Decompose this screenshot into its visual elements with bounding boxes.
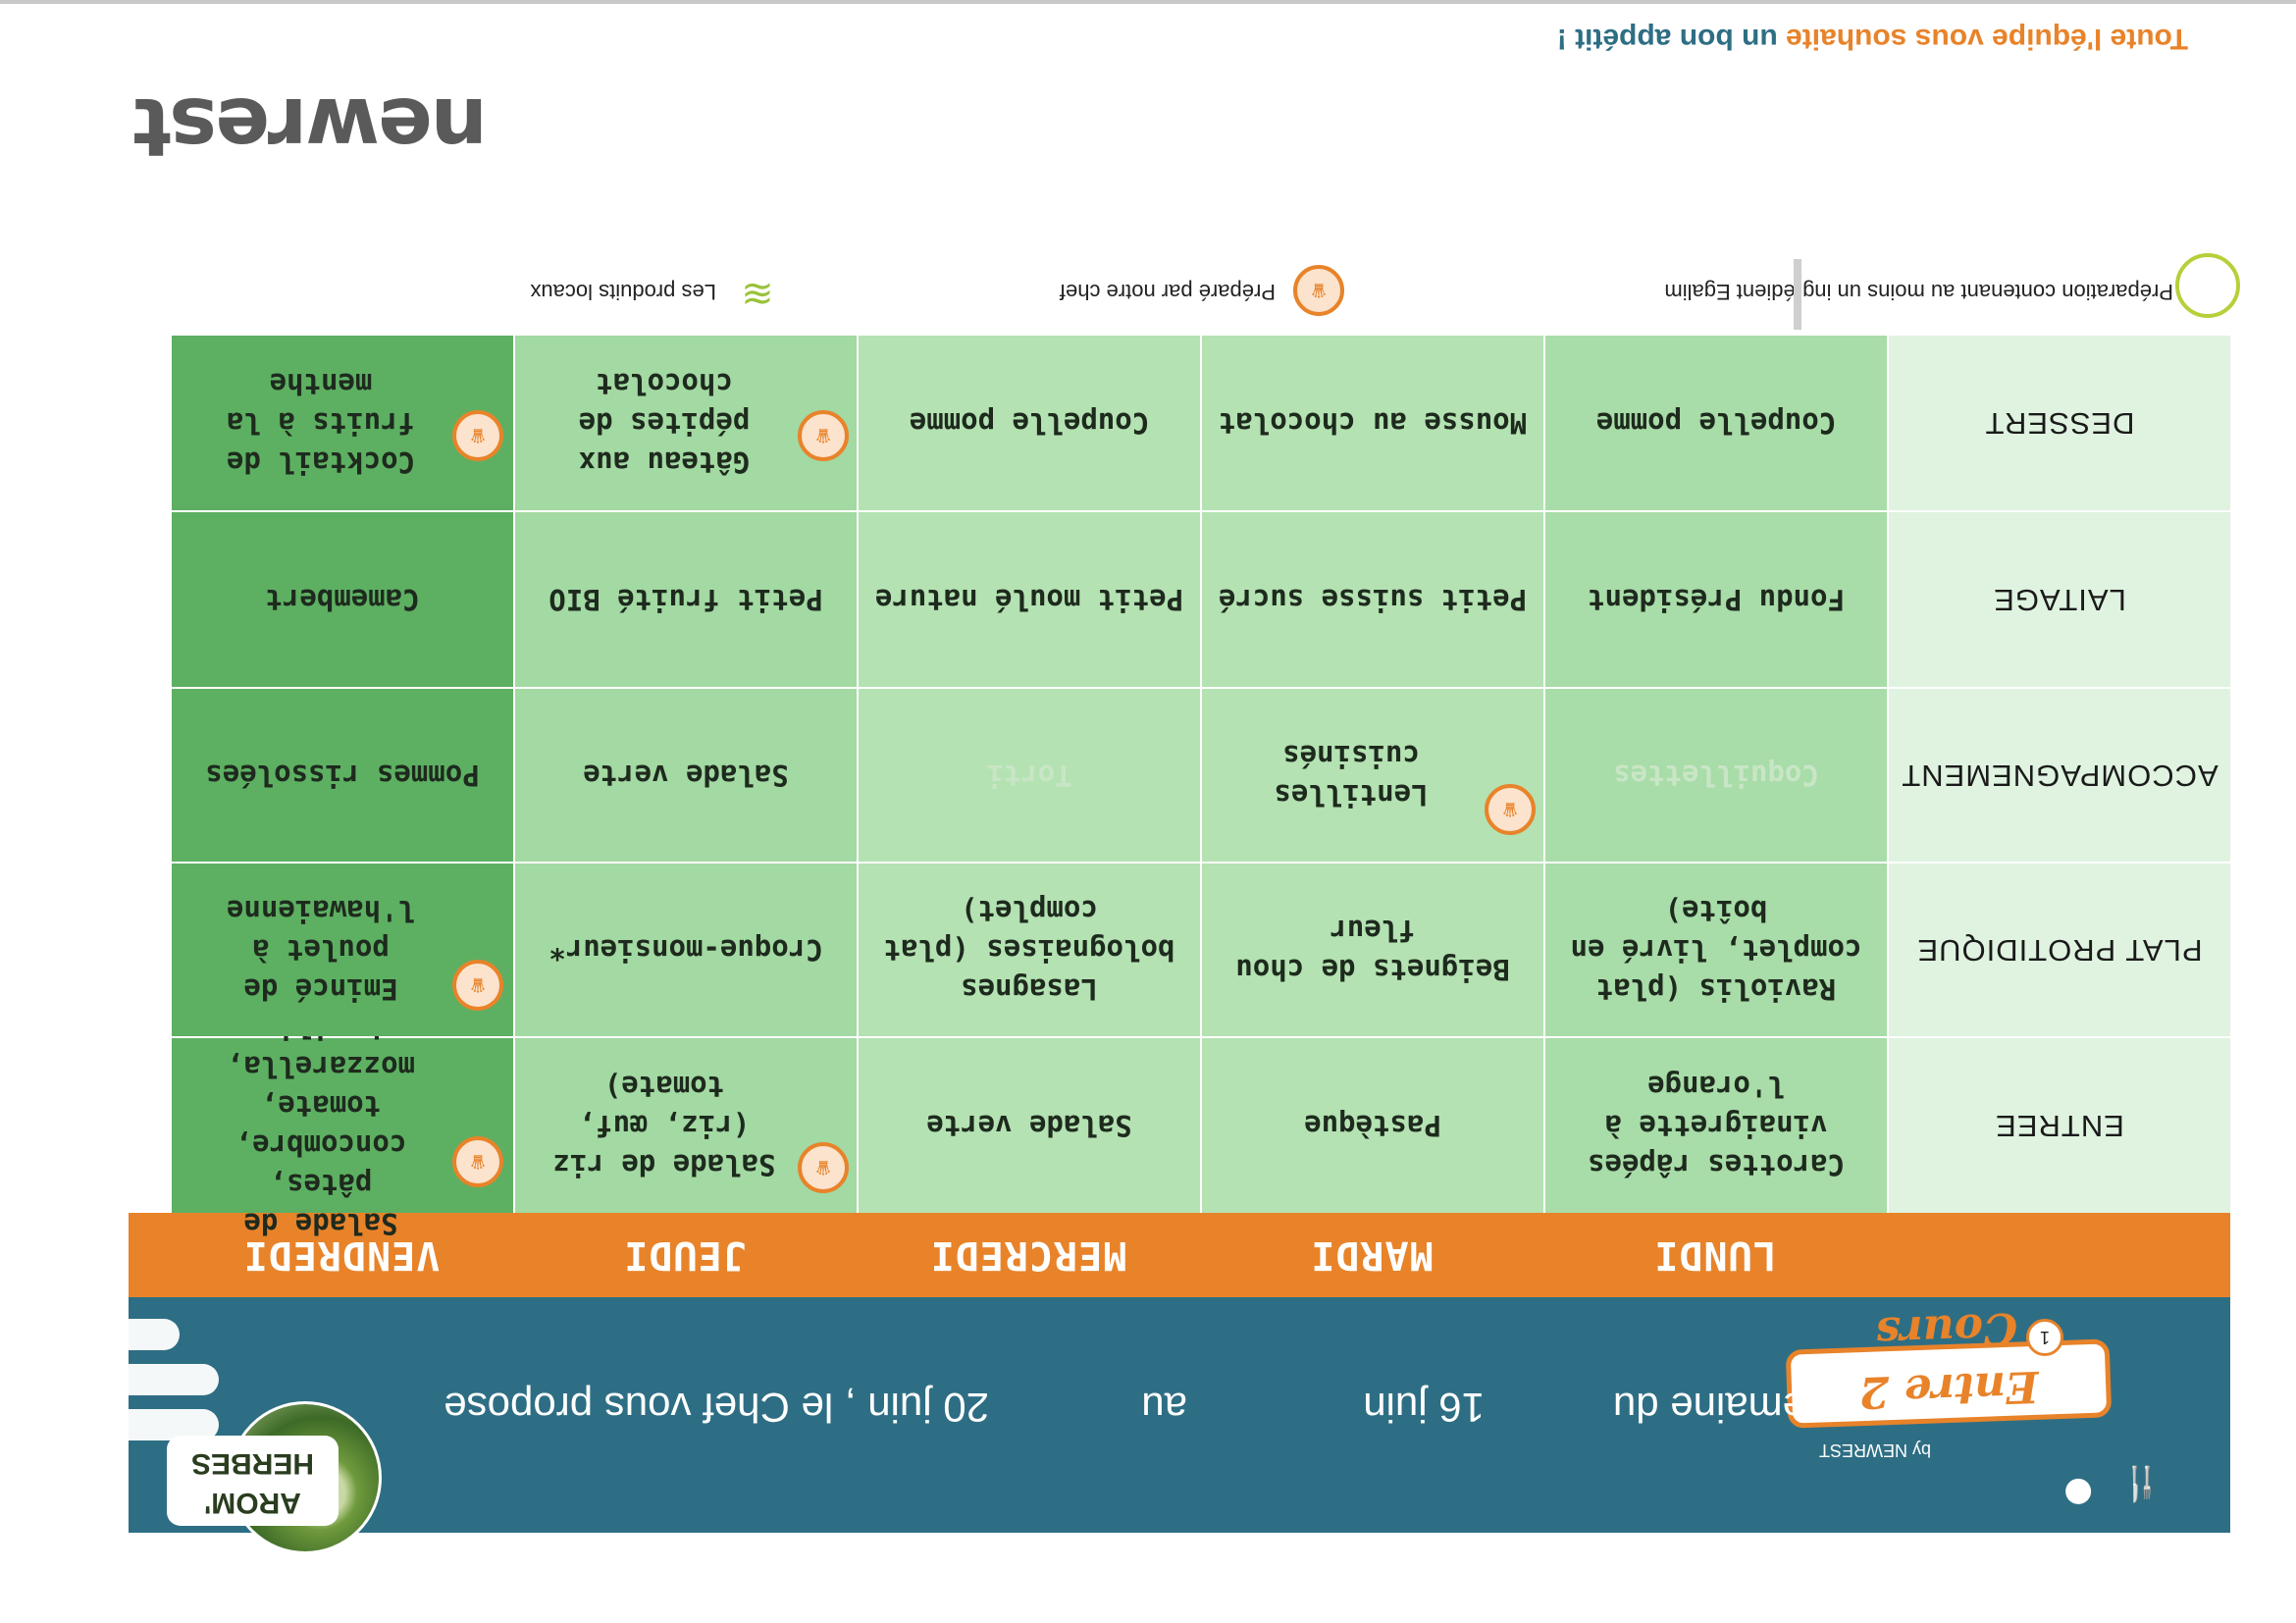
- menu-cell: Coupelle pomme: [1543, 334, 1887, 510]
- legend-local: Les produits locaux: [530, 280, 716, 304]
- day-header-jeudi: JEUDI: [623, 1232, 747, 1278]
- brand-logo: Entre 2 Cours: [1785, 1303, 2113, 1429]
- legend-chef: Préparé par notre chef: [1059, 280, 1276, 304]
- menu-cell: Lentilles cuisinés: [1200, 687, 1543, 862]
- partner-label: AROM' HERBES: [167, 1436, 339, 1526]
- day-header-mercredi: MERCREDI: [929, 1232, 1127, 1278]
- menu-cell: Beignets de chou fleur: [1200, 862, 1543, 1036]
- chef-hat-icon: ♛: [452, 960, 503, 1011]
- footer-message-start: Toute l'équipe vous souhaite: [1786, 23, 2188, 55]
- chef-hat-icon: ♛: [1485, 784, 1536, 835]
- chef-hat-icon: ♛: [452, 1136, 503, 1187]
- header-banner: 🍴 ● Entre 2 Cours by NEWREST 1 Semaine d…: [129, 1297, 2230, 1533]
- week-label: Semaine du: [1612, 1385, 1833, 1431]
- week-end-date: 20 juin , le Chef vous propose: [444, 1385, 989, 1431]
- row-label-plat: PLAT PROTIDIQUE: [1887, 862, 2230, 1036]
- menu-cell: Petit moulé nature: [857, 510, 1200, 687]
- local-products-icon: ≋: [741, 271, 774, 316]
- week-connector: au: [1141, 1385, 1187, 1431]
- menu-cell: Coupelle pomme: [857, 334, 1200, 510]
- wave-decoration: [129, 1364, 219, 1395]
- footer-message: Toute l'équipe vous souhaite un bon appé…: [1557, 22, 2188, 55]
- egalim-divider: [1794, 259, 1801, 330]
- menu-cell: Fondu Président: [1543, 510, 1887, 687]
- brand-by-line: by NEWREST: [1818, 1440, 1931, 1460]
- menu-cell: Camembert: [170, 510, 513, 687]
- brand-badge: 1: [2026, 1319, 2063, 1356]
- menu-cell: Torti: [857, 687, 1200, 862]
- menu-cell: Salade verte: [513, 687, 857, 862]
- menu-cell: Carottes râpées vinaigrette à l'orange: [1543, 1036, 1887, 1213]
- menu-cell: Lasagnes bolognaises (plat complet): [857, 862, 1200, 1036]
- row-label-accompagnement: ACCOMPAGNEMENT: [1887, 687, 2230, 862]
- legend-egalim: Préparation contenant au moins un ingréd…: [1664, 280, 2173, 304]
- menu-cell: Salade de pâtes, concombre, tomate, mozz…: [170, 1011, 513, 1240]
- menu-cell: Mousse au chocolat: [1200, 334, 1543, 510]
- row-label-laitage: LAITAGE: [1887, 510, 2230, 687]
- chef-hat-icon: ♛: [798, 410, 849, 461]
- day-header-mardi: MARDI: [1310, 1232, 1434, 1278]
- legend: Préparation contenant au moins un ingréd…: [0, 212, 2296, 330]
- footer-message-end: un bon appétit !: [1556, 23, 1778, 55]
- menu-cell: Pommes rissolées: [170, 687, 513, 862]
- menu-cell: Petit suisse sucré: [1200, 510, 1543, 687]
- day-header-lundi: LUNDI: [1653, 1232, 1777, 1278]
- menu-cell: Salade verte: [857, 1036, 1200, 1213]
- row-label-entree: ENTREE: [1887, 1036, 2230, 1213]
- chef-hat-icon: ♛: [798, 1142, 849, 1193]
- apple-icon: ●: [2063, 1474, 2093, 1513]
- chef-hat-icon: ♛: [452, 410, 503, 461]
- menu-cell: Emincé de poulet à l'hawaienne: [170, 862, 513, 1036]
- egalim-leaf-icon: [2175, 253, 2240, 318]
- wave-decoration: [129, 1319, 180, 1350]
- menu-cell: Croque-monsieur*: [513, 862, 857, 1036]
- week-start-date: 16 juin: [1363, 1385, 1485, 1431]
- cutlery-icon: 🍴: [2119, 1464, 2162, 1503]
- menu-cell: Petit fruité BIO: [513, 510, 857, 687]
- row-label-dessert: DESSERT: [1887, 334, 2230, 510]
- menu-grid: ENTREE Carottes râpées vinaigrette à l'o…: [129, 334, 2230, 1240]
- newrest-logo: newrest: [134, 79, 488, 173]
- menu-cell: Pastèque: [1200, 1036, 1543, 1213]
- menu-cell: Coquillettes: [1543, 687, 1887, 862]
- partner-name: AROM' HERBES: [190, 1447, 315, 1519]
- menu-cell: Raviolis (plat complet, livré en boîte): [1543, 862, 1887, 1036]
- chef-hat-icon: ♛: [1293, 265, 1344, 316]
- footer: Toute l'équipe vous souhaite un bon appé…: [0, 0, 2296, 212]
